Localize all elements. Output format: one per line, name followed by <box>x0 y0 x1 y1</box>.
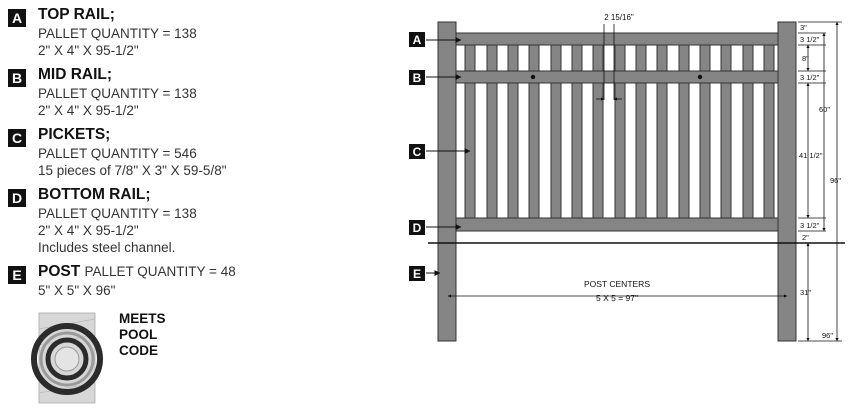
callout-a-label: A <box>413 33 422 47</box>
pool-code-seal-icon <box>31 312 103 404</box>
dim-rail-gap: 8" <box>802 54 809 63</box>
picket-spacing-label: 2 15/16" <box>604 13 634 22</box>
left-post <box>437 21 457 342</box>
bottom-rail <box>454 217 781 232</box>
dim-top-rail: 3 1/2" <box>800 35 820 44</box>
part-e-title: POST PALLET QUANTITY = 48 <box>38 263 236 281</box>
part-c-badge: C <box>8 129 26 147</box>
dim-post-length-lower: 96" <box>822 331 833 340</box>
part-a-line-2: 2" X 4" X 95-1/2" <box>38 43 139 58</box>
post-centers-formula: 5 X 5 = 97" <box>596 293 638 303</box>
pool-code-line-3: CODE <box>119 343 159 358</box>
dim-below-ground: 31" <box>800 288 811 297</box>
callout-a: A <box>409 32 462 47</box>
part-b-line-1: PALLET QUANTITY = 138 <box>38 86 197 101</box>
right-post <box>777 21 797 342</box>
top-rail <box>454 32 781 46</box>
part-a-title: TOP RAIL; <box>38 6 115 23</box>
mid-rail <box>454 70 781 84</box>
rail-screw <box>530 74 536 80</box>
part-e-line-1: 5" X 5" X 96" <box>38 283 116 298</box>
part-e-title-text: POST <box>38 263 81 280</box>
part-e-inline: PALLET QUANTITY = 48 <box>84 264 236 279</box>
part-b-badge: B <box>8 69 26 87</box>
callout-c-label: C <box>413 145 422 159</box>
dim-ground-gap: 2" <box>802 233 809 242</box>
part-a-badge: A <box>8 9 26 27</box>
dim-mid-rail: 3 1/2" <box>800 73 820 82</box>
part-d-title: BOTTOM RAIL; <box>38 186 151 203</box>
dim-picket-span: 41 1/2" <box>799 151 823 160</box>
part-d-badge: D <box>8 189 26 207</box>
right-dimension-lines <box>798 21 842 342</box>
pool-code-line-1: MEETS <box>119 311 166 326</box>
dim-post-length-upper: 96" <box>830 176 841 185</box>
callout-b-label: B <box>413 71 422 85</box>
dim-bottom-rail: 3 1/2" <box>800 221 820 230</box>
part-c-line-2: 15 pieces of 7/8" X 3" X 59-5/8" <box>38 163 227 178</box>
part-c-title: PICKETS; <box>38 126 111 143</box>
pool-code-text: MEETS POOL CODE <box>119 311 166 359</box>
part-a-line-1: PALLET QUANTITY = 138 <box>38 26 197 41</box>
callout-d: D <box>409 220 462 235</box>
dim-top-gap: 3" <box>800 23 807 32</box>
callout-d-label: D <box>413 221 422 235</box>
part-e-badge: E <box>8 266 26 284</box>
post-centers-label: POST CENTERS <box>584 279 650 289</box>
pickets <box>464 44 775 219</box>
callout-e: E <box>409 266 441 281</box>
part-b-line-2: 2" X 4" X 95-1/2" <box>38 103 139 118</box>
part-d-line-3: Includes steel channel. <box>38 240 176 255</box>
part-d-line-1: PALLET QUANTITY = 138 <box>38 206 197 221</box>
dim-above-ground: 60" <box>819 105 830 114</box>
part-c-line-1: PALLET QUANTITY = 546 <box>38 146 197 161</box>
rail-screw <box>697 74 703 80</box>
part-b-title: MID RAIL; <box>38 66 113 83</box>
picket-spacing-dim <box>596 24 622 101</box>
part-d-line-2: 2" X 4" X 95-1/2" <box>38 223 139 238</box>
callout-b: B <box>409 70 462 85</box>
callout-c: C <box>409 144 471 159</box>
callout-e-label: E <box>413 267 421 281</box>
pool-code-line-2: POOL <box>119 327 158 342</box>
